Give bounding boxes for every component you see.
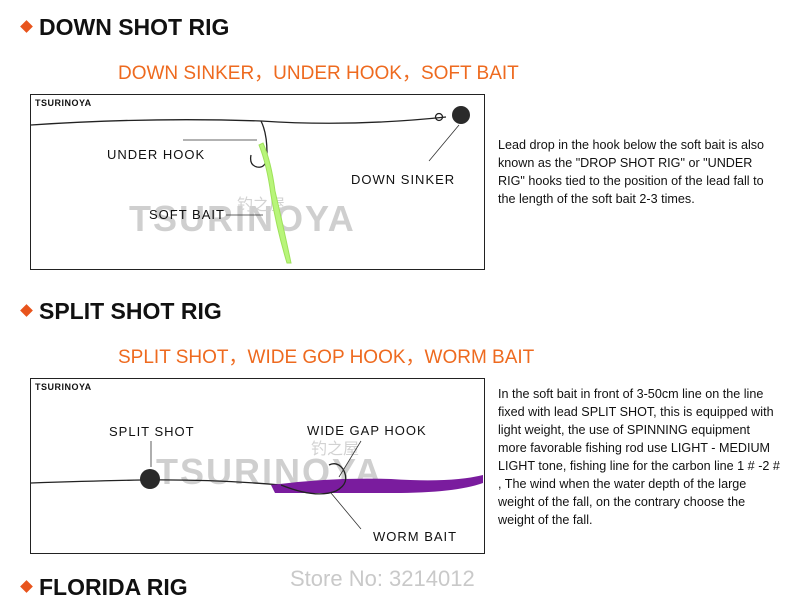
store-number-watermark: Store No: 3214012 xyxy=(290,566,475,591)
down-sinker-icon xyxy=(452,106,470,124)
split-shot-rig-description: In the soft bait in front of 3-50cm line… xyxy=(498,387,780,527)
split-shot-rig-subtitle: SPLIT SHOT，WIDE GOP HOOK，WORM BAIT xyxy=(118,347,535,368)
label-down-sinker: DOWN SINKER xyxy=(351,172,456,187)
fishing-line xyxy=(31,116,447,126)
brand-logo: TSURINOYA xyxy=(35,98,92,108)
split-shot-rig-diagram: TSURINOYA TSURINOYA 钓之屋 SPLIT SHOT WIDE … xyxy=(30,378,485,554)
section-title-florida-rig: FLORIDA RIG xyxy=(20,574,188,601)
watermark-chinese: 钓之屋 xyxy=(311,439,360,458)
label-soft-bait: SOFT BAIT xyxy=(149,207,225,222)
section-title-split-shot-rig: SPLIT SHOT RIG xyxy=(20,298,222,325)
diamond-bullet-icon xyxy=(20,580,33,593)
soft-bait-icon xyxy=(258,142,292,264)
diamond-bullet-icon xyxy=(20,20,33,33)
section-title-text: FLORIDA RIG xyxy=(39,574,188,600)
diamond-bullet-icon xyxy=(20,304,33,317)
section-title-text: DOWN SHOT RIG xyxy=(39,14,230,40)
bait-pointer-line xyxy=(330,492,362,530)
down-shot-rig-subtitle: DOWN SINKER，UNDER HOOK，SOFT BAIT xyxy=(118,63,519,84)
label-under-hook: UNDER HOOK xyxy=(107,147,206,162)
down-shot-rig-description: Lead drop in the hook below the soft bai… xyxy=(498,138,765,206)
split-shot-rig-drawing xyxy=(31,440,483,530)
label-split-shot: SPLIT SHOT xyxy=(109,424,195,439)
worm-bait-icon xyxy=(271,475,483,493)
label-worm-bait: WORM BAIT xyxy=(373,529,458,544)
label-wide-gap-hook: WIDE GAP HOOK xyxy=(307,423,427,438)
split-shot-icon xyxy=(140,469,160,489)
swivel-icon xyxy=(434,112,444,122)
section-title-down-shot-rig: DOWN SHOT RIG xyxy=(20,14,230,41)
section-title-text: SPLIT SHOT RIG xyxy=(39,298,222,324)
sinker-pointer-line xyxy=(428,124,460,162)
hook-pointer-line xyxy=(338,440,362,478)
brand-logo: TSURINOYA xyxy=(35,382,92,392)
down-shot-rig-drawing xyxy=(31,106,470,264)
under-hook-icon xyxy=(249,120,268,168)
down-shot-rig-diagram: TSURINOYA TSURINOYA 钓之屋 UNDER HOOK DOWN … xyxy=(30,94,485,270)
watermark: TSURINOYA xyxy=(129,198,356,239)
wide-gap-hook-icon xyxy=(280,463,347,495)
